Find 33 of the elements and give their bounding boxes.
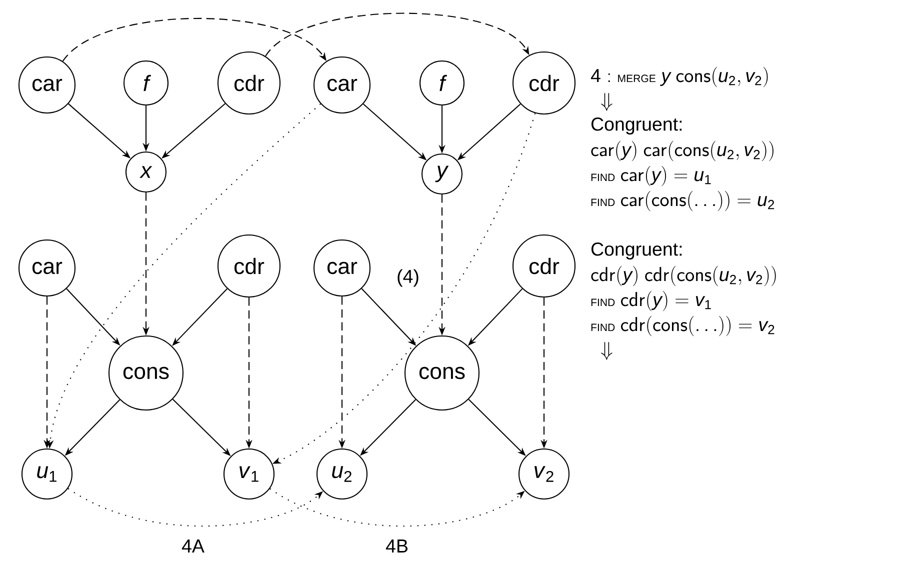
term-node: y: [421, 153, 463, 195]
term-node: car: [18, 239, 76, 297]
step-label: (4): [398, 269, 418, 287]
term-node: x: [125, 151, 167, 193]
term-node: car: [313, 56, 371, 114]
term-node: cdr: [512, 234, 576, 298]
find-result: $\text{\rmfamily\small FIND}\ \mathsf{cdr}(y) = v_1$: [591, 290, 711, 312]
arrow: [265, 12, 530, 56]
term-node: v$_{2}$: [518, 448, 570, 500]
term-node: cdr: [217, 234, 281, 298]
implies-arrow: $\Downarrow$: [601, 342, 612, 360]
implies-arrow: $\Downarrow$: [601, 93, 612, 111]
term-node: u$_{2}$: [316, 448, 368, 500]
panel-caption: 4A: [182, 540, 204, 552]
term-node: f: [419, 60, 465, 106]
term-node: car: [313, 239, 371, 297]
arrow: [62, 18, 326, 62]
congruent-terms: $\mathsf{car}(y)\ \mathsf{car}(\mathsf{cons}(u_2, v_2))$: [591, 140, 774, 162]
panel-caption: 4B: [386, 540, 408, 552]
term-node: v$_{1}$: [223, 448, 275, 500]
term-node: cons: [108, 335, 184, 411]
term-node: cdr: [512, 51, 576, 115]
note-text: Congruent:: [592, 118, 682, 134]
congruent-terms: $\mathsf{cdr}(y)\ \mathsf{cdr}(\mathsf{cons}(u_2, v_2))$: [591, 266, 776, 286]
term-node: cdr: [217, 51, 281, 115]
term-node: cons: [404, 335, 480, 411]
merge-step: $4 : \text{\rmfamily\small MERGE}\ y\ \mathsf{cons}(u_2, v_2)$: [590, 66, 768, 88]
find-result: $\text{\rmfamily\small FIND}\ \mathsf{car}(y) = u_1$: [591, 166, 711, 186]
find-result: $\text{\rmfamily\small FIND}\ \mathsf{car}(\mathsf{cons}(\ldots)) = u_2$: [591, 190, 774, 212]
term-node: car: [18, 56, 76, 114]
term-node: u$_{1}$: [21, 448, 73, 500]
find-result: $\text{\rmfamily\small FIND}\ \mathsf{cdr}(\mathsf{cons}(\ldots)) = v_2$: [591, 316, 774, 336]
term-node: f: [123, 60, 169, 106]
